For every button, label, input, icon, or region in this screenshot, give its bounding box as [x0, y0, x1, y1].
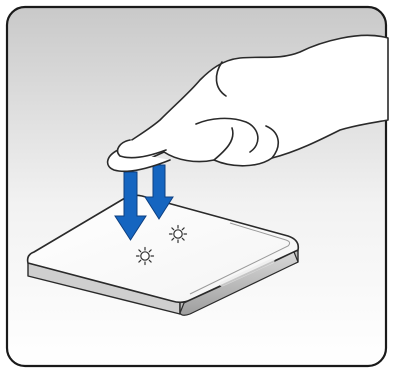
- touch-point-icon: [137, 248, 154, 265]
- touch-point-icon: [170, 226, 187, 243]
